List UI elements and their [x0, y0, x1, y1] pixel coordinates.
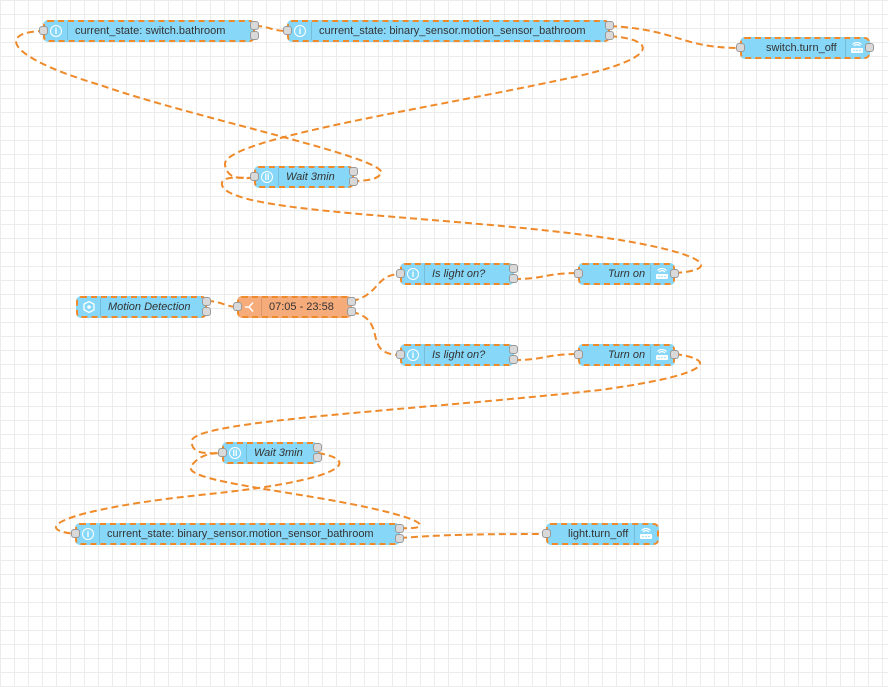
output-port-1[interactable] — [605, 21, 614, 30]
input-port[interactable] — [542, 529, 551, 538]
node-turn-on-2[interactable]: Turn on — [574, 344, 679, 366]
wire-wait-bottom-to-state — [55, 452, 341, 535]
wire-switch-to-is-light-on-1 — [351, 273, 402, 302]
router-icon — [656, 349, 668, 360]
output-port-1[interactable] — [202, 297, 211, 306]
node-current-state-motion-bottom[interactable]: i current_state: binary_sensor.motion_se… — [71, 523, 404, 545]
node-label: Is light on? — [432, 349, 486, 361]
node-label: switch.turn_off — [766, 42, 837, 54]
output-port-1[interactable] — [313, 443, 322, 452]
wire-switch-to-is-light-on-2 — [351, 311, 402, 356]
output-port-1[interactable] — [509, 264, 518, 273]
wire-is-light-on-1-to-turn-on-1 — [513, 272, 580, 280]
router-icon-box — [845, 39, 868, 57]
info-icon-box: i — [289, 22, 312, 40]
input-port[interactable] — [218, 448, 227, 457]
output-port-1[interactable] — [509, 345, 518, 354]
input-port[interactable] — [283, 26, 292, 35]
input-port[interactable] — [233, 302, 242, 311]
split-icon-box — [239, 298, 262, 316]
input-port[interactable] — [736, 43, 745, 52]
router-icon-box — [650, 265, 673, 283]
node-label: current_state: switch.bathroom — [75, 25, 226, 37]
info-icon: i — [407, 268, 419, 280]
node-current-state-switch-bathroom[interactable]: i current_state: switch.bathroom — [39, 20, 259, 42]
wire-switch-state-to-wait — [15, 30, 383, 182]
router-icon-box — [634, 525, 657, 543]
router-icon — [851, 42, 863, 53]
wire-motion-state-to-wait — [224, 35, 644, 180]
node-label: current_state: binary_sensor.motion_sens… — [107, 528, 374, 540]
node-wait-top[interactable]: ll Wait 3min — [250, 166, 358, 188]
output-port-2[interactable] — [509, 274, 518, 283]
info-icon-box: i — [402, 346, 425, 364]
node-label: Turn on — [608, 268, 646, 280]
node-label: Wait 3min — [286, 171, 335, 183]
router-icon-box — [650, 346, 673, 364]
output-port[interactable] — [670, 269, 679, 278]
input-port[interactable] — [39, 26, 48, 35]
output-port-2[interactable] — [202, 307, 211, 316]
node-light-turn-off[interactable]: light.turn_off — [542, 523, 659, 545]
node-motion-detection[interactable]: Motion Detection — [76, 296, 211, 318]
output-port-1[interactable] — [349, 167, 358, 176]
node-label: light.turn_off — [568, 528, 629, 540]
output-port[interactable] — [670, 350, 679, 359]
wire-state-bottom-to-turn-off — [189, 452, 422, 530]
output-port-2[interactable] — [347, 307, 356, 316]
node-time-switch[interactable]: 07:05 - 23:58 — [233, 296, 356, 318]
pause-icon-box: ll — [224, 444, 247, 462]
node-label: 07:05 - 23:58 — [269, 301, 334, 313]
info-icon-box: i — [402, 265, 425, 283]
input-port[interactable] — [574, 350, 583, 359]
node-label: Wait 3min — [254, 447, 303, 459]
output-port-2[interactable] — [395, 534, 404, 543]
wire-turn-on-2-to-wait-bottom — [190, 353, 702, 455]
input-port[interactable] — [250, 172, 259, 181]
info-icon: i — [407, 349, 419, 361]
input-port[interactable] — [396, 350, 405, 359]
output-port[interactable] — [865, 43, 874, 52]
wire-motion-state-to-turn-off — [609, 25, 742, 49]
node-label: current_state: binary_sensor.motion_sens… — [319, 25, 586, 37]
node-current-state-motion-top[interactable]: i current_state: binary_sensor.motion_se… — [283, 20, 614, 42]
input-port[interactable] — [396, 269, 405, 278]
pause-icon-box: ll — [256, 168, 279, 186]
output-port-2[interactable] — [349, 177, 358, 186]
node-wait-bottom[interactable]: ll Wait 3min — [218, 442, 322, 464]
info-icon-box: i — [77, 525, 100, 543]
router-icon — [640, 528, 652, 539]
info-icon: i — [294, 25, 306, 37]
node-is-light-on-1[interactable]: i Is light on? — [396, 263, 518, 285]
info-icon: i — [82, 528, 94, 540]
input-port[interactable] — [574, 269, 583, 278]
pause-icon: ll — [229, 447, 241, 459]
wire-turn-on-1-to-wait-top — [220, 176, 703, 274]
info-icon: i — [50, 25, 62, 37]
wire-state-bottom-to-light-off — [399, 533, 548, 539]
split-icon — [245, 302, 254, 312]
node-switch-turn-off[interactable]: switch.turn_off — [736, 37, 874, 59]
output-port-2[interactable] — [605, 31, 614, 40]
output-port-1[interactable] — [347, 297, 356, 306]
router-icon — [656, 268, 668, 279]
node-label: Turn on — [608, 349, 646, 361]
output-port-2[interactable] — [250, 31, 259, 40]
output-port-2[interactable] — [313, 453, 322, 462]
wire-is-light-on-2-to-turn-on-2 — [513, 353, 580, 361]
output-port-1[interactable] — [395, 524, 404, 533]
node-label: Is light on? — [432, 268, 486, 280]
output-port-2[interactable] — [509, 355, 518, 364]
node-label: Motion Detection — [108, 301, 191, 313]
pause-icon: ll — [261, 171, 273, 183]
output-port-1[interactable] — [250, 21, 259, 30]
node-turn-on-1[interactable]: Turn on — [574, 263, 679, 285]
node-is-light-on-2[interactable]: i Is light on? — [396, 344, 518, 366]
input-port[interactable] — [71, 529, 80, 538]
hex-icon — [83, 301, 95, 313]
info-icon-box: i — [45, 22, 68, 40]
hex-icon-box — [78, 298, 101, 316]
